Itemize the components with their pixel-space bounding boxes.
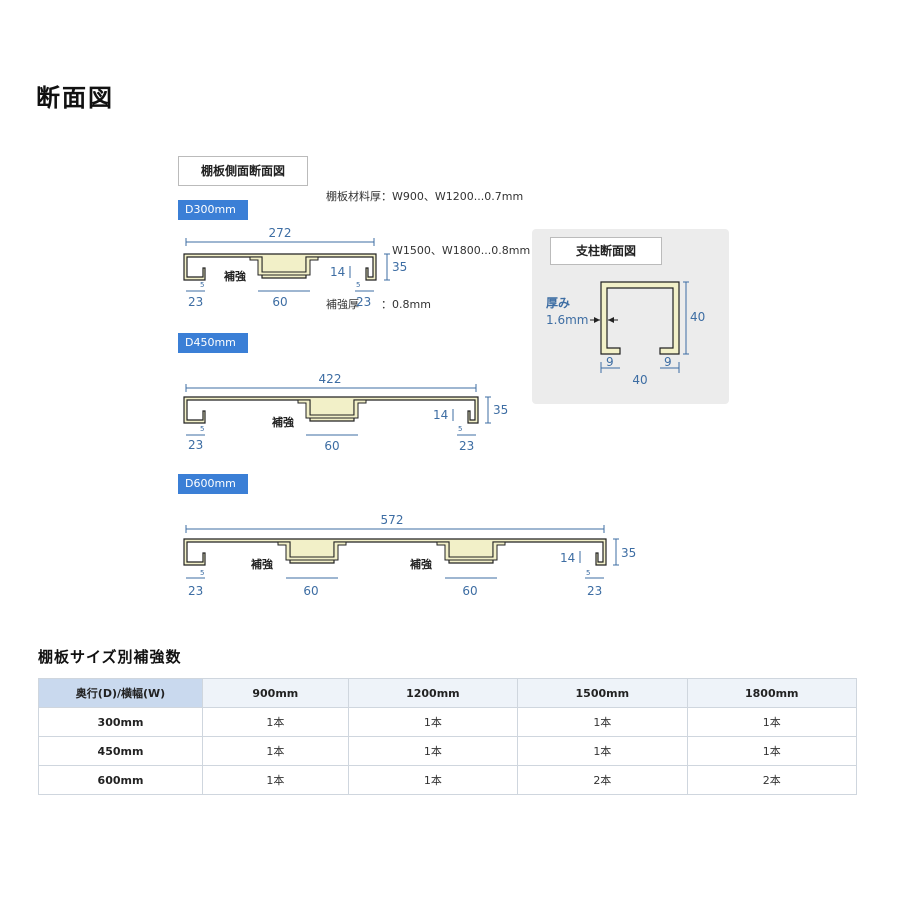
post-thickness-label: 厚み [546,296,570,310]
table-row: 300mm 1本 1本 1本 1本 [38,707,858,737]
rib-d600-2 [436,541,506,561]
col-header-1800: 1800mm [686,678,858,708]
spec-line-2: W1500、W1800...0.8mm [326,244,531,257]
dim-edge-left-d300: 23 [188,295,203,309]
table-corner-header: 奥行(D)/横幅(W) [38,678,203,708]
table-cell: 2本 [517,765,688,795]
table-row: 600mm 1本 1本 2本 2本 [38,765,858,795]
table-cell: 1本 [202,707,349,737]
dim-height-d600: 35 [621,546,636,560]
spec-block: 棚板材料厚：W900、W1200...0.7mm W1500、W1800...0… [326,152,530,332]
row-header: 450mm [38,736,203,766]
dim-rib-d450: 60 [324,439,339,453]
dim-edge-right-d300: 23 [356,295,371,309]
table-cell: 1本 [517,707,688,737]
table-cell: 1本 [517,736,688,766]
table-cell: 1本 [347,765,519,795]
post-profile: 厚み 1.6mm 40 9 9 40 [546,281,705,387]
table-cell: 1本 [202,736,349,766]
dim-gap-left-d600: 5 [200,569,204,577]
post-shape [600,281,680,355]
post-section-label: 支柱断面図 [550,237,662,265]
table-header-row: 奥行(D)/横幅(W) 900mm 1200mm 1500mm 1800mm [38,678,858,708]
shelf-profile-d300 [183,253,377,281]
dim-lip-d300: 14 [330,265,345,279]
table-row: 450mm 1本 1本 1本 1本 [38,736,858,766]
post-flange-left: 9 [606,355,614,369]
dim-gap-right-d300: 5 [356,281,360,289]
dim-gap-right-d450: 5 [458,425,462,433]
dim-width-d300: 272 [269,226,292,240]
table-cell: 1本 [347,707,519,737]
col-header-900: 900mm [202,678,349,708]
post-thickness-value: 1.6mm [546,313,588,327]
col-header-1200: 1200mm [347,678,519,708]
dim-edge-right-d450: 23 [459,439,474,453]
post-flange-right: 9 [664,355,672,369]
dim-edge-left-d600: 23 [188,584,203,598]
profile-d450: 422 補強 35 14 23 5 60 23 5 [183,372,508,453]
dim-width-d600: 572 [381,513,404,527]
rib-d600-1 [277,541,347,561]
reinforcement-table: 奥行(D)/横幅(W) 900mm 1200mm 1500mm 1800mm 3… [38,678,858,795]
dim-height-d300: 35 [392,260,407,274]
post-height: 40 [690,310,705,324]
table-cell: 1本 [686,736,858,766]
dim-lip-d450: 14 [433,408,448,422]
tag-d450: D450mm [178,333,248,353]
rib-label-d300: 補強 [223,269,246,283]
dim-rib-d600-1: 60 [303,584,318,598]
rib-label-d600-1: 補強 [250,557,273,571]
rib-d300 [249,256,319,276]
shelf-section-label: 棚板側面断面図 [178,156,308,186]
table-cell: 1本 [347,736,519,766]
profile-d300: 272 補強 35 14 23 5 60 23 5 [183,226,407,309]
dim-edge-right-d600: 23 [587,584,602,598]
spec-line-3: 補強厚 ：0.8mm [326,298,431,311]
rib-label-d450: 補強 [271,415,294,429]
tag-d300: D300mm [178,200,248,220]
rib-label-d600-2: 補強 [409,557,432,571]
dim-rib-d600-2: 60 [462,584,477,598]
profile-d600: 572 補強 補強 35 14 23 5 60 60 23 5 [183,513,636,598]
table-cell: 2本 [686,765,858,795]
row-header: 300mm [38,707,203,737]
shelf-profile-d600 [183,538,607,566]
table-title: 棚板サイズ別補強数 [38,648,182,666]
dim-height-d450: 35 [493,403,508,417]
dim-lip-d600: 14 [560,551,575,565]
shelf-profile-d450 [183,396,479,424]
dim-rib-d300: 60 [272,295,287,309]
spec-line-1: 棚板材料厚：W900、W1200...0.7mm [326,190,524,203]
table-cell: 1本 [686,707,858,737]
dim-width-d450: 422 [319,372,342,386]
col-header-1500: 1500mm [517,678,688,708]
tag-d600: D600mm [178,474,248,494]
dim-gap-left-d450: 5 [200,425,204,433]
dim-gap-right-d600: 5 [586,569,590,577]
row-header: 600mm [38,765,203,795]
table-cell: 1本 [202,765,349,795]
post-width: 40 [632,373,647,387]
cross-section-drawings: 272 補強 35 14 23 5 60 23 5 422 補強 35 14 2… [183,226,705,598]
dim-edge-left-d450: 23 [188,438,203,452]
page-title: 断面図 [36,84,114,112]
dim-gap-left-d300: 5 [200,281,204,289]
rib-d450 [297,399,367,419]
